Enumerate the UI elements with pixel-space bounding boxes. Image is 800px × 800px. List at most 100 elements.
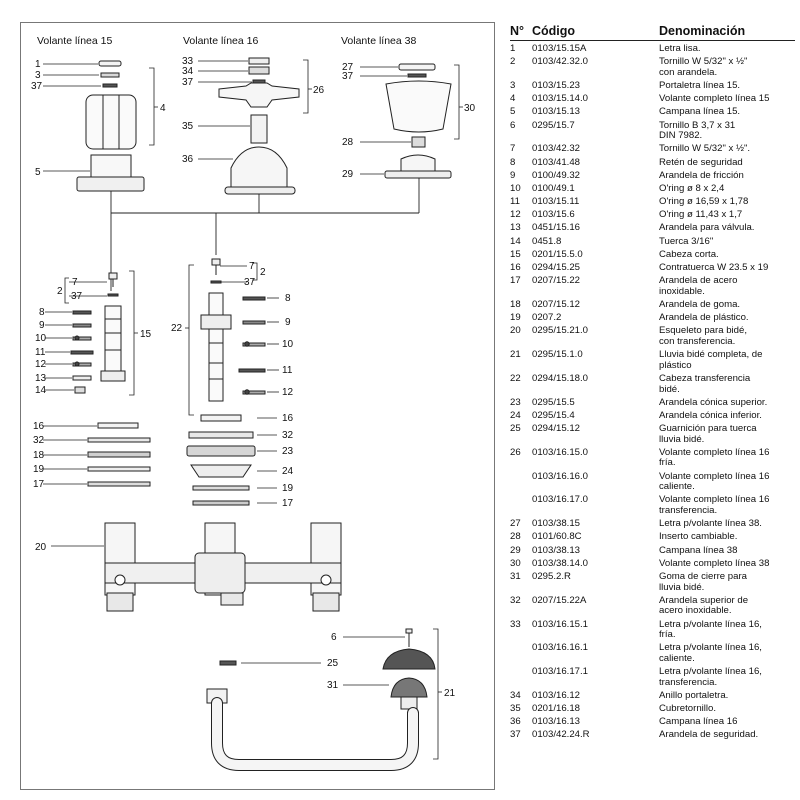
cell-number: 4 <box>510 93 516 105</box>
cell-code: 0103/38.14.0 <box>532 557 589 569</box>
cell-number: 14 <box>510 235 521 247</box>
callout-33: 33 <box>182 56 194 67</box>
cell-number: 17 <box>510 275 521 287</box>
cell-code: 0295/15.1.0 <box>532 349 583 361</box>
cell-name: Inserto cambiable. <box>659 531 738 543</box>
cell-number: 7 <box>510 143 516 155</box>
header-name: Denominación <box>659 24 746 38</box>
callout-10: 10 <box>35 333 47 344</box>
cell-number: 25 <box>510 423 521 435</box>
cell-number <box>510 643 532 664</box>
callout-32: 32 <box>282 430 294 441</box>
cell-number: 10 <box>510 182 521 194</box>
cell-number: 6 <box>510 119 516 131</box>
cell-code: 0103/42.24.R <box>532 729 590 741</box>
callout-13: 13 <box>35 373 47 384</box>
cell-number: 18 <box>510 298 521 310</box>
cell-code: 0103/38.15 <box>532 518 581 530</box>
cell-code: 0294/15.25 <box>532 262 581 273</box>
washer-stack-left <box>87 422 151 487</box>
cell-code: 0295/15.21.0 <box>532 325 589 337</box>
cell-name: Contratuerca W 23.5 x 19 <box>659 262 769 273</box>
cell-code: 0201/15.5.0 <box>532 248 583 260</box>
cell-code: 0100/49.1 <box>532 182 575 194</box>
handle-line-16 <box>218 57 300 195</box>
table-row: 37 0103/42.24.R Arandela de seguridad. <box>510 730 795 741</box>
cell-code: 0101/60.8C <box>532 531 582 543</box>
cell-name: Cabeza transferencia bidé. <box>659 372 751 395</box>
cell-code: 0207.2 <box>532 312 562 324</box>
cell-code: 0103/42.32 <box>532 143 581 155</box>
cell-number: 29 <box>510 544 521 556</box>
callout-19: 19 <box>33 464 45 475</box>
callout-27: 27 <box>342 62 354 73</box>
callout-34: 34 <box>182 66 194 77</box>
header-code: Código <box>532 24 576 38</box>
cell-code: 0103/38.13 <box>532 544 581 556</box>
parts-table-header: N° Código Denominación <box>510 24 795 41</box>
cell-number: 9 <box>510 169 516 181</box>
cell-code: 0103/16.12 <box>532 689 581 701</box>
callout-14: 14 <box>35 385 47 396</box>
cell-name: Volante completo línea 15 <box>659 93 770 105</box>
cell-code: 0103/16.15.1 <box>532 618 589 630</box>
title-line-15: Volante línea 15 <box>37 35 112 47</box>
cell-code: 0103/16.16.1 <box>532 642 589 654</box>
cell-name: O'ring ø 11,43 x 1,7 <box>659 209 743 221</box>
callout-9: 9 <box>285 317 291 328</box>
callout-2: 2 <box>260 267 266 278</box>
cell-name: Tornillo B 3,7 x 31 DIN 7982. <box>659 119 736 142</box>
cell-code: 0295/15.5 <box>532 396 575 408</box>
bidet-body <box>104 522 342 612</box>
cell-name: Letra p/volante línea 38. <box>659 518 762 530</box>
callout-37: 37 <box>31 81 43 92</box>
exploded-diagram: Volante línea 15 Volante línea 16 Volant… <box>20 22 495 790</box>
callout-29: 29 <box>342 169 354 180</box>
cell-number: 19 <box>510 312 521 324</box>
callout-16: 16 <box>282 413 294 424</box>
callout-4: 4 <box>160 103 166 114</box>
cell-number: 37 <box>510 729 521 741</box>
cell-number: 30 <box>510 557 521 569</box>
cell-code: 0103/16.15.0 <box>532 446 589 458</box>
cell-code: 0103/15.6 <box>532 209 575 221</box>
callout-16: 16 <box>33 421 45 432</box>
header-number: N° <box>510 24 525 38</box>
cell-number: 12 <box>510 209 521 221</box>
callout-17: 17 <box>282 498 294 509</box>
cell-name: Arandela de plástico. <box>659 312 749 324</box>
cell-number: 24 <box>510 409 521 421</box>
washer-stack-center <box>186 414 256 506</box>
cell-number: 23 <box>510 396 521 408</box>
cell-name: Letra p/volante línea 16, caliente. <box>659 642 762 664</box>
callout-18: 18 <box>33 450 45 461</box>
title-line-16: Volante línea 16 <box>183 35 258 47</box>
cell-name: Letra lisa. <box>659 43 701 54</box>
cell-name: Campana línea 38 <box>659 544 738 556</box>
table-row: 0103/16.16.1 Letra p/volante línea 16, ca… <box>510 642 795 664</box>
cell-name: Letra p/volante línea 16, transferencia. <box>659 666 762 688</box>
cell-name: Anillo portaletra. <box>659 689 729 701</box>
cell-number: 13 <box>510 222 521 234</box>
cell-name: Arandela de seguridad. <box>659 729 759 741</box>
cell-code: 0103/42.32.0 <box>532 56 589 68</box>
cell-name: Campana línea 15. <box>659 106 741 118</box>
